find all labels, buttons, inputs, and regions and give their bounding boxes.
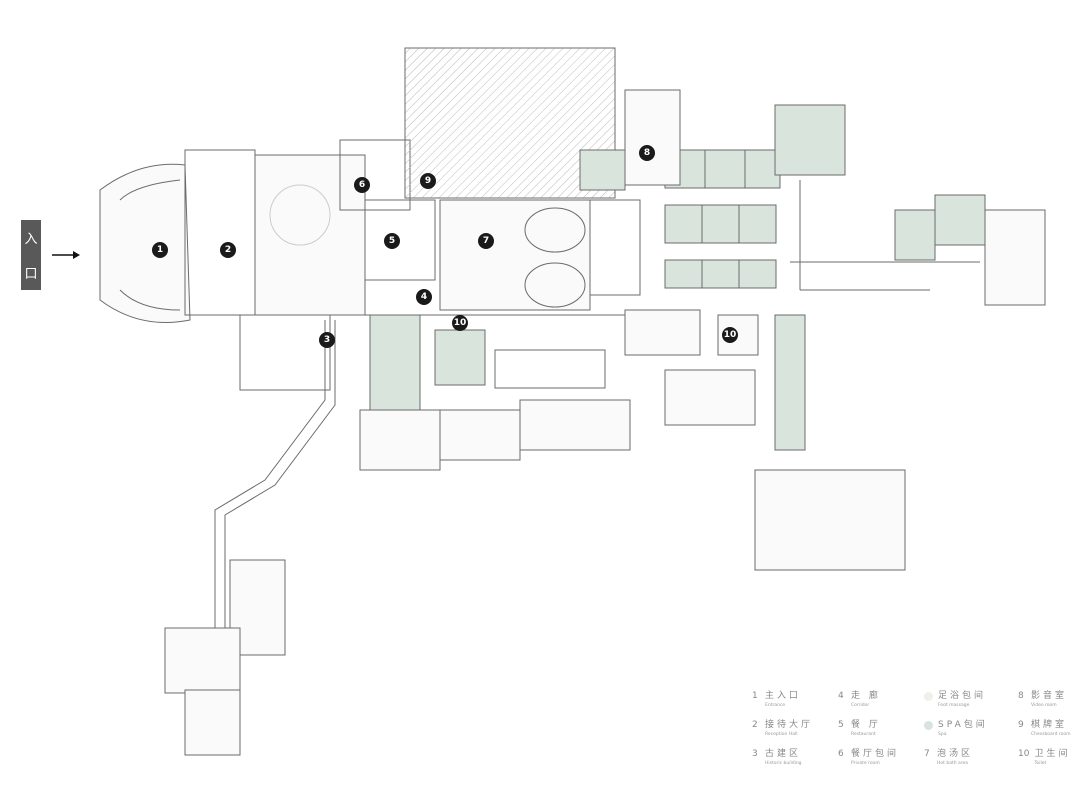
svg-text:7: 7 <box>483 236 489 246</box>
legend-number: 1 <box>752 691 758 701</box>
legend-label-zh: 影音室 <box>1031 691 1068 701</box>
legend-number: 5 <box>838 720 844 730</box>
svg-text:10: 10 <box>724 330 737 340</box>
svg-text:9: 9 <box>425 176 431 186</box>
legend-label-en: Private room <box>851 761 880 766</box>
legend-label-en: Restaurant <box>851 732 876 737</box>
legend-label-zh: 卫生间 <box>1034 749 1071 759</box>
legend: 1 主入口 Entrance 4 走 廊 Corridor 足浴包间 Foot massage… <box>752 690 1072 767</box>
legend-swatch <box>924 721 933 730</box>
legend-label-en: Chessboard room <box>1031 732 1071 737</box>
legend-label-en: Toilet <box>1034 761 1047 766</box>
legend-number: 6 <box>838 749 844 759</box>
legend-label-en: Video room <box>1031 703 1057 708</box>
svg-text:4: 4 <box>421 292 427 302</box>
marker-5: 5 <box>384 233 400 249</box>
svg-text:5: 5 <box>389 236 395 246</box>
legend-item: 7 泡汤区 Hot bath area <box>924 748 1018 767</box>
legend-number: 3 <box>752 749 758 759</box>
legend-number: 4 <box>838 691 844 701</box>
legend-item: 3 古建区 Historic building <box>752 748 838 767</box>
svg-text:8: 8 <box>644 148 650 158</box>
legend-item: 8 影音室 Video room <box>1018 690 1080 709</box>
room-markers: 1 2 3 4 5 6 7 8 9 10 10 <box>152 145 738 348</box>
legend-item: 10 卫生间 Toilet <box>1018 748 1080 767</box>
hot-bath-area <box>439 199 641 311</box>
legend-label-en: Hot bath area <box>937 761 969 766</box>
legend-number: 10 <box>1018 749 1030 759</box>
marker-3: 3 <box>319 332 335 348</box>
marker-10b: 10 <box>722 327 738 343</box>
legend-label-zh: 接待大厅 <box>765 720 814 730</box>
legend-item: 6 餐厅包间 Private room <box>838 748 924 767</box>
legend-item: 4 走 廊 Corridor <box>838 690 924 709</box>
entrance-tag-char: 入 <box>24 232 38 247</box>
legend-item: 2 接待大厅 Reception Hall <box>752 719 838 738</box>
legend-label-zh: SPA包间 <box>938 720 988 730</box>
legend-label-en: Historic building <box>765 761 802 766</box>
legend-item: 5 餐 厅 Restaurant <box>838 719 924 738</box>
marker-10a: 10 <box>452 315 468 331</box>
legend-label-zh: 走 廊 <box>851 691 881 701</box>
svg-text:6: 6 <box>359 180 365 190</box>
marker-8: 8 <box>639 145 655 161</box>
legend-label-en: Corridor <box>851 703 870 708</box>
svg-text:1: 1 <box>157 245 163 255</box>
legend-label-en: Foot massage <box>938 703 970 708</box>
legend-number: 8 <box>1018 691 1024 701</box>
svg-text:10: 10 <box>454 318 467 328</box>
marker-7: 7 <box>478 233 494 249</box>
legend-label-en: Spa <box>938 732 947 737</box>
legend-label-zh: 餐 厅 <box>851 720 881 730</box>
legend-label-en: Entrance <box>765 703 786 708</box>
legend-item: 9 棋牌室 Chessboard room <box>1018 719 1080 738</box>
marker-9: 9 <box>420 173 436 189</box>
legend-item: SPA包间 Spa <box>924 719 1018 738</box>
legend-label-zh: 餐厅包间 <box>851 749 900 759</box>
reception-hall <box>254 154 366 316</box>
legend-label-zh: 主入口 <box>765 691 802 701</box>
svg-text:3: 3 <box>324 335 330 345</box>
legend-item: 足浴包间 Foot massage <box>924 690 1018 709</box>
marker-6: 6 <box>354 177 370 193</box>
legend-label-zh: 泡汤区 <box>937 749 974 759</box>
marker-1: 1 <box>152 242 168 258</box>
guest-rooms <box>164 89 1046 756</box>
entrance-arrow-icon <box>52 251 80 259</box>
legend-label-zh: 足浴包间 <box>938 691 987 701</box>
legend-swatch <box>924 692 933 701</box>
legend-label-zh: 古建区 <box>765 749 802 759</box>
legend-number: 2 <box>752 720 758 730</box>
legend-item: 1 主入口 Entrance <box>752 690 838 709</box>
corridor <box>214 180 980 650</box>
entrance-tag: 入 口 <box>21 220 41 290</box>
legend-number: 9 <box>1018 720 1024 730</box>
marker-4: 4 <box>416 289 432 305</box>
legend-label-zh: 棋牌室 <box>1031 720 1068 730</box>
svg-text:2: 2 <box>225 245 231 255</box>
main-entrance-building <box>99 149 256 323</box>
legend-number: 7 <box>924 749 930 759</box>
spa-rooms <box>369 104 986 451</box>
entrance-tag-char: 口 <box>24 267 38 282</box>
marker-2: 2 <box>220 242 236 258</box>
legend-label-en: Reception Hall <box>765 732 798 737</box>
